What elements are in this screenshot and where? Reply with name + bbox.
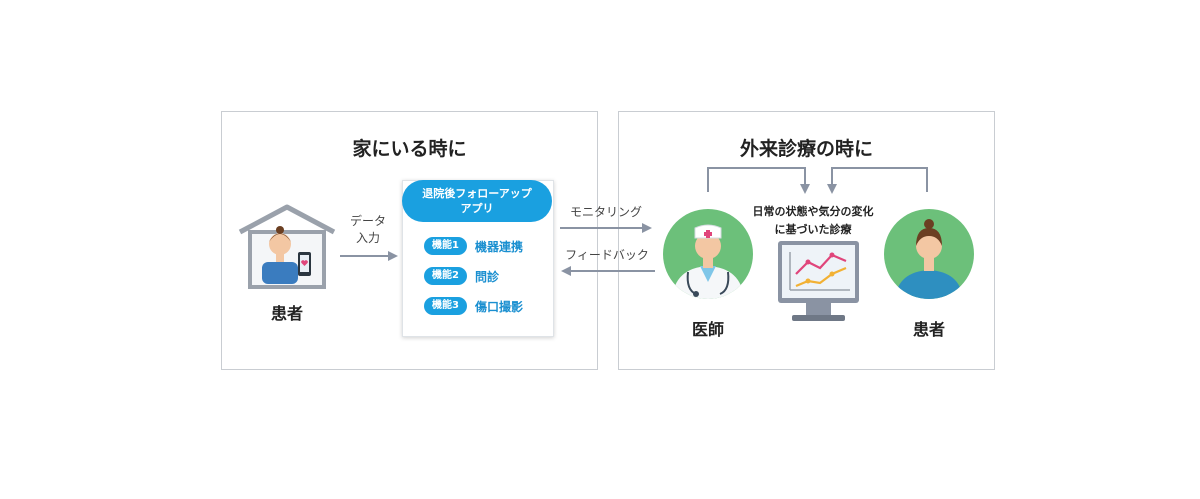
monitor-chart-icon xyxy=(778,241,859,321)
feature-name: 傷口撮影 xyxy=(474,299,523,314)
doctor-label: 医師 xyxy=(691,320,724,339)
app-title-line2: アプリ xyxy=(460,202,494,215)
smartphone-icon xyxy=(298,252,311,276)
app-title: 退院後フォローアップ アプリ xyxy=(402,180,552,222)
feature-row: 機能3 傷口撮影 xyxy=(424,297,523,315)
feature-tag: 機能1 xyxy=(424,237,467,255)
patient-at-home-icon xyxy=(262,226,298,284)
home-panel-title: 家にいる時に xyxy=(352,138,467,160)
patient-avatar-icon xyxy=(884,209,974,299)
data-input-label: データ 入力 xyxy=(340,213,396,247)
data-input-label-line1: データ xyxy=(349,214,386,228)
home-patient-label: 患者 xyxy=(270,304,303,323)
clinic-caption: 日常の状態や気分の変化 に基づいた診療 xyxy=(745,203,881,239)
patient-to-monitor-arrow xyxy=(827,167,928,194)
clinic-caption-line2: に基づいた診療 xyxy=(774,223,852,236)
feedback-label: フィードバック xyxy=(565,248,649,262)
monitoring-label: モニタリング xyxy=(569,205,642,219)
doctor-avatar-icon xyxy=(663,209,753,299)
feature-name: 機器連携 xyxy=(474,239,523,254)
feature-row: 機能1 機器連携 xyxy=(424,237,523,255)
app-title-line1: 退院後フォローアップ xyxy=(422,187,532,200)
clinic-panel-title: 外来診療の時に xyxy=(739,138,873,160)
feature-name: 問診 xyxy=(474,269,499,284)
clinic-caption-line1: 日常の状態や気分の変化 xyxy=(752,205,874,218)
feature-tag: 機能3 xyxy=(424,297,467,315)
feature-row: 機能2 問診 xyxy=(424,267,499,285)
feature-tag: 機能2 xyxy=(424,267,467,285)
doctor-to-monitor-arrow xyxy=(707,167,810,194)
clinic-patient-label: 患者 xyxy=(912,320,945,339)
data-input-label-line2: 入力 xyxy=(355,231,380,245)
